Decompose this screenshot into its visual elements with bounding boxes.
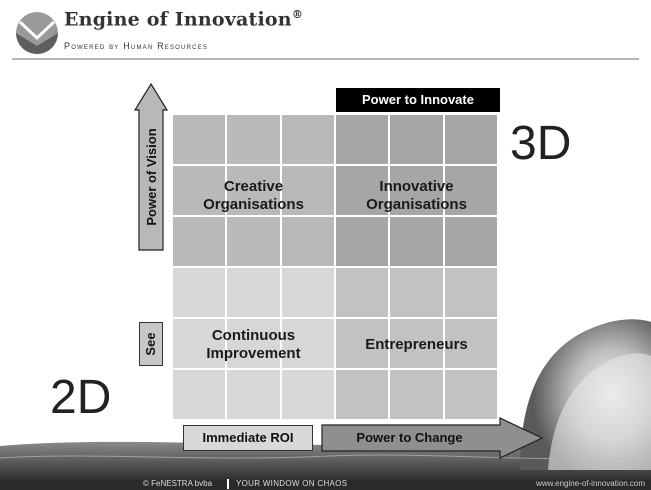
- footer-slogan: YOUR WINDOW ON CHAOS: [236, 479, 348, 488]
- footer-separator: [227, 479, 229, 489]
- vision-arrow-icon: [133, 82, 169, 251]
- grid-cell: [226, 318, 281, 369]
- grid-cell: [226, 369, 281, 420]
- sea-ripples: [0, 454, 651, 460]
- power-to-innovate-banner: Power to Innovate: [336, 88, 500, 112]
- axis-label-immediate-roi: Immediate ROI: [183, 425, 313, 451]
- grid-cell: [443, 165, 498, 216]
- grid-cell: [389, 216, 444, 267]
- grid-cell: [226, 165, 281, 216]
- quadrant-label-continuous: Continuous Improvement: [206, 327, 301, 362]
- logo-icon: [16, 12, 58, 54]
- brand-title: Engine of Innovation®: [64, 8, 304, 31]
- grid-cell: [443, 369, 498, 420]
- header-divider: [12, 58, 639, 60]
- grid-cell: [280, 114, 335, 165]
- grid-cell: [172, 216, 227, 267]
- grid-cell: [443, 318, 498, 369]
- registered-mark: ®: [291, 8, 304, 21]
- footer-website: www.engine-of-innovation.com: [536, 479, 645, 488]
- grid-cell: [335, 267, 390, 318]
- grid-cell: [226, 216, 281, 267]
- label-2d: 2D: [50, 371, 112, 424]
- axis-label-see: See: [143, 332, 158, 356]
- grid-cell: [280, 267, 335, 318]
- grid-cell: [389, 165, 444, 216]
- quadrant-label-creative: Creative Organisations: [203, 178, 304, 213]
- tagline: Powered by Human Resources: [64, 41, 209, 51]
- grid-cell: [443, 216, 498, 267]
- grid-cell: [389, 267, 444, 318]
- grid-cell: [226, 267, 281, 318]
- grid-cell: [172, 318, 227, 369]
- grid-cell: [280, 165, 335, 216]
- grid-cell: [443, 267, 498, 318]
- change-arrow-icon: [321, 417, 544, 459]
- quadrant-label-entrepreneurs: Entrepreneurs: [365, 336, 468, 353]
- grid-cell: [335, 216, 390, 267]
- see-box: [139, 322, 163, 366]
- grid-cell: [335, 114, 390, 165]
- grid-cell: [280, 216, 335, 267]
- grid-cell: [172, 114, 227, 165]
- label-3d: 3D: [510, 117, 572, 170]
- footer-bar: [0, 480, 651, 490]
- grid-cell: [335, 165, 390, 216]
- grid-cell: [443, 114, 498, 165]
- axis-label-power-of-vision: Power of Vision: [144, 128, 159, 226]
- grid-cell: [335, 369, 390, 420]
- grid-cell: [172, 165, 227, 216]
- grid-cell: [389, 369, 444, 420]
- footer-copyright: © FeNESTRA bvba: [143, 479, 213, 488]
- quadrant-grid: [172, 114, 498, 420]
- grid-cell: [389, 114, 444, 165]
- grid-cell: [389, 318, 444, 369]
- wave-foam: [548, 353, 651, 470]
- grid-cell: [280, 369, 335, 420]
- quadrant-label-innovative: Innovative Organisations: [366, 178, 467, 213]
- grid-cell: [280, 318, 335, 369]
- axis-label-power-to-change: Power to Change: [356, 430, 463, 445]
- grid-cell: [172, 369, 227, 420]
- grid-cell: [335, 318, 390, 369]
- grid-cell: [226, 114, 281, 165]
- grid-cell: [172, 267, 227, 318]
